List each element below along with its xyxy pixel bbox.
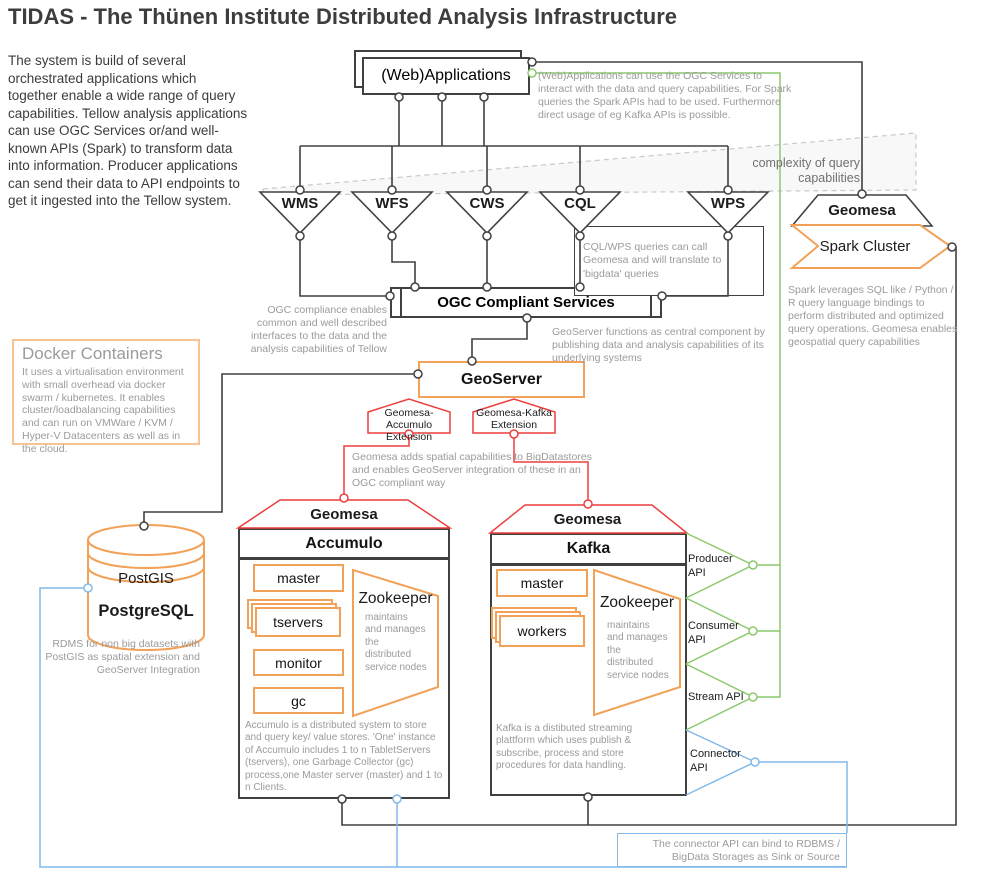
page-title: TIDAS - The Thünen Institute Distributed… [8, 4, 678, 29]
geoserver-annotation: GeoServer functions as central component… [552, 326, 766, 365]
kafka-title: Kafka [566, 540, 611, 557]
kafka-header: Kafka [492, 535, 685, 566]
accumulo-zookeeper-note: maintains and manages the distributed se… [365, 612, 427, 673]
connector-note-box: The connector API can bind to RDBMS / Bi… [617, 833, 847, 867]
cql-wps-note-box: CQL/WPS queries can call Geomesa and wil… [574, 226, 764, 296]
kafka-geomesa-label: Geomesa [553, 511, 622, 528]
intro-paragraph: The system is build of several orchestra… [8, 53, 248, 209]
geomesa-annotation: Geomesa adds spatial capabilities to Big… [352, 451, 592, 490]
accumulo-gc-node: gc [253, 687, 344, 714]
service-wfs-label: WFS [375, 195, 409, 212]
kafka-master-label: master [520, 575, 564, 591]
postgresql-label: PostgreSQL [98, 602, 194, 620]
service-cql-label: CQL [564, 195, 596, 212]
webapp-annotation: (Web)Applications can use the OGC Servic… [538, 70, 792, 122]
kafka-workers-node: workers [499, 615, 585, 647]
stream-api-label: Stream API [688, 691, 744, 703]
spark-annotation: Spark leverages SQL like / Python / R qu… [788, 284, 958, 349]
kafka-caption: Kafka is a distibuted streaming plattfor… [496, 723, 633, 772]
accumulo-monitor-node: monitor [253, 649, 344, 676]
docker-containers-body: It uses a virtualisation environment wit… [22, 366, 184, 455]
complexity-label: complexity of query capabilities [752, 156, 860, 185]
service-wms-label: WMS [281, 195, 319, 212]
accumulo-master-node: master [253, 564, 344, 592]
producer-api-label: Producer API [688, 553, 733, 579]
geomesa-accumulo-extension-label: Geomesa-Accumulo Extension [384, 407, 434, 444]
accumulo-tservers-label: tservers [273, 614, 323, 630]
spark-cluster-label: Spark Cluster [819, 238, 911, 255]
cql-wps-note-text: CQL/WPS queries can call Geomesa and wil… [583, 241, 722, 280]
ogc-compliant-services-label: OGC Compliant Services [437, 294, 615, 311]
kafka-zookeeper-label: Zookeeper [599, 594, 675, 611]
web-applications-node: (Web)Applications [362, 57, 530, 95]
kafka-master-node: master [496, 569, 588, 597]
postgis-annotation: RDMS for non big datasets with PostGIS a… [45, 638, 200, 677]
accumulo-caption: Accumulo is a distributed system to stor… [245, 720, 443, 793]
connector-api-label: Connector API [690, 748, 741, 774]
postgis-label: PostGIS [118, 570, 174, 587]
service-cws-label: CWS [469, 195, 505, 212]
geoserver-label: GeoServer [461, 370, 542, 388]
accumulo-header: Accumulo [240, 530, 448, 560]
geomesa-kafka-extension-label: Geomesa-Kafka Extension [476, 407, 552, 432]
web-applications-label: (Web)Applications [381, 67, 511, 84]
consumer-api-label: Consumer API [688, 620, 739, 646]
accumulo-master-label: master [277, 570, 320, 586]
postgresql-cylinder [87, 524, 205, 651]
kafka-workers-label: workers [517, 623, 567, 639]
kafka-zookeeper-note: maintains and manages the distributed se… [607, 620, 669, 681]
accumulo-geomesa-label: Geomesa [310, 506, 378, 523]
docker-containers-title: Docker Containers [22, 344, 163, 363]
accumulo-zookeeper-label: Zookeeper [358, 590, 433, 607]
docker-containers-box: Docker Containers It uses a virtualisati… [12, 339, 200, 455]
service-wps-label: WPS [710, 195, 746, 212]
accumulo-title: Accumulo [305, 534, 383, 552]
connector-note-text: The connector API can bind to RDBMS / Bi… [652, 838, 840, 864]
accumulo-monitor-label: monitor [275, 654, 322, 671]
geomesa-spark-label: Geomesa [828, 202, 896, 219]
accumulo-tservers-node: tservers [255, 607, 341, 637]
accumulo-gc-label: gc [291, 692, 306, 709]
geoserver-node: GeoServer [418, 361, 585, 398]
ogc-annotation: OGC compliance enables common and well d… [250, 304, 387, 356]
